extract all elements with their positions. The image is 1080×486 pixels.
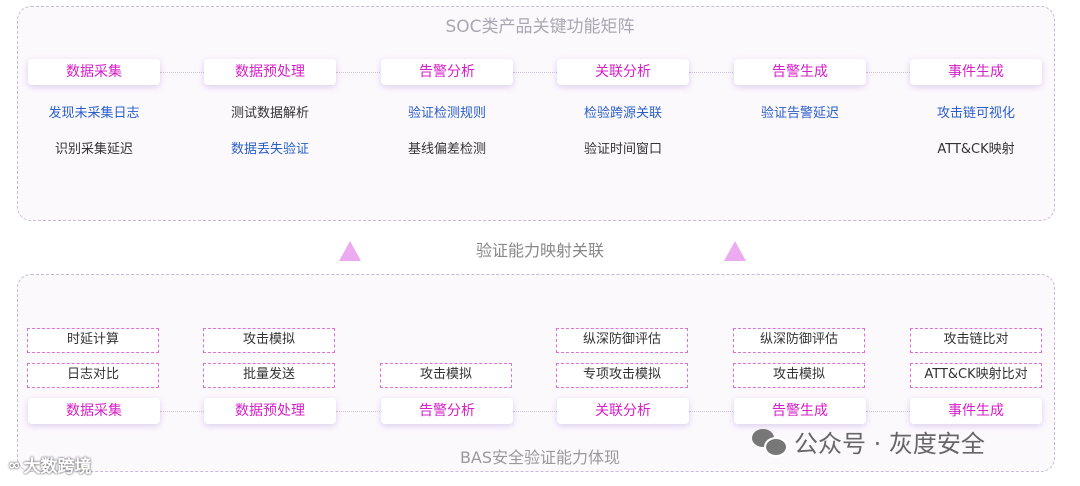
bottom-connector (689, 411, 733, 412)
bas-capability-box: 批量发送 (203, 363, 335, 388)
bas-stage-data-collection: 数据采集 (28, 398, 160, 424)
top-connector (866, 72, 910, 73)
soc-function-item: 检验跨源关联 (583, 106, 662, 121)
soc-function-item: 发现未采集日志 (48, 106, 140, 121)
soc-function-item: 识别采集延迟 (54, 142, 133, 157)
top-connector (160, 72, 204, 73)
bas-stage-data-preprocessing: 数据预处理 (204, 398, 336, 424)
soc-stage-event-generation: 事件生成 (910, 59, 1042, 85)
bas-capability-box: 纵深防御评估 (733, 328, 865, 353)
bas-capability-panel (17, 274, 1055, 472)
mapping-label: 验证能力映射关联 (475, 241, 604, 260)
watermark-left-text: 大数跨境 (23, 457, 92, 477)
bas-stage-alert-generation: 告警生成 (734, 398, 866, 424)
soc-function-item: 测试数据解析 (230, 106, 309, 121)
soc-stage-alert-generation: 告警生成 (734, 59, 866, 85)
bas-capability-box: 攻击模拟 (733, 363, 865, 388)
bas-capability-box: 攻击模拟 (380, 363, 512, 388)
bottom-connector (160, 411, 204, 412)
soc-stage-correlation-analysis: 关联分析 (557, 59, 689, 85)
up-arrow-icon (339, 241, 361, 261)
top-connector (689, 72, 733, 73)
bas-stage-event-generation: 事件生成 (910, 398, 1042, 424)
soc-function-item: ATT&CK映射 (937, 142, 1015, 157)
bas-capability-box: 时延计算 (27, 328, 159, 353)
bas-stage-correlation-analysis: 关联分析 (557, 398, 689, 424)
soc-function-item: 验证时间窗口 (583, 142, 662, 157)
bottom-connector (336, 411, 380, 412)
soc-stage-data-preprocessing: 数据预处理 (204, 59, 336, 85)
watermark-right-text: 公众号 · 灰度安全 (794, 430, 985, 458)
soc-matrix-panel (17, 6, 1055, 221)
link-logo-icon: ∞ (8, 455, 21, 474)
watermark-right: 公众号 · 灰度安全 (752, 424, 985, 459)
bas-capability-box: 专项攻击模拟 (556, 363, 688, 388)
soc-stage-alert-analysis: 告警分析 (381, 59, 513, 85)
bottom-connector (866, 411, 910, 412)
soc-function-item: 验证检测规则 (407, 106, 486, 121)
up-arrow-icon (724, 241, 746, 261)
soc-function-item: 验证告警延迟 (760, 106, 839, 121)
watermark-left: ∞ 大数跨境 (8, 452, 92, 478)
bottom-connector (513, 411, 557, 412)
soc-stage-data-collection: 数据采集 (28, 59, 160, 85)
bas-stage-alert-analysis: 告警分析 (381, 398, 513, 424)
soc-matrix-title: SOC类产品关键功能矩阵 (445, 17, 635, 37)
bas-capability-box: 攻击链比对 (910, 328, 1042, 353)
wechat-icon (752, 428, 788, 457)
bas-capability-box: ATT&CK映射比对 (910, 363, 1042, 388)
bas-capability-box: 攻击模拟 (203, 328, 335, 353)
bas-capability-box: 日志对比 (27, 363, 159, 388)
bas-capability-title: BAS安全验证能力体现 (459, 448, 621, 467)
soc-function-item: 攻击链可视化 (936, 106, 1015, 121)
top-connector (336, 72, 380, 73)
soc-function-item: 基线偏差检测 (407, 142, 486, 157)
soc-function-item: 数据丢失验证 (230, 142, 309, 157)
top-connector (513, 72, 557, 73)
bas-capability-box: 纵深防御评估 (556, 328, 688, 353)
